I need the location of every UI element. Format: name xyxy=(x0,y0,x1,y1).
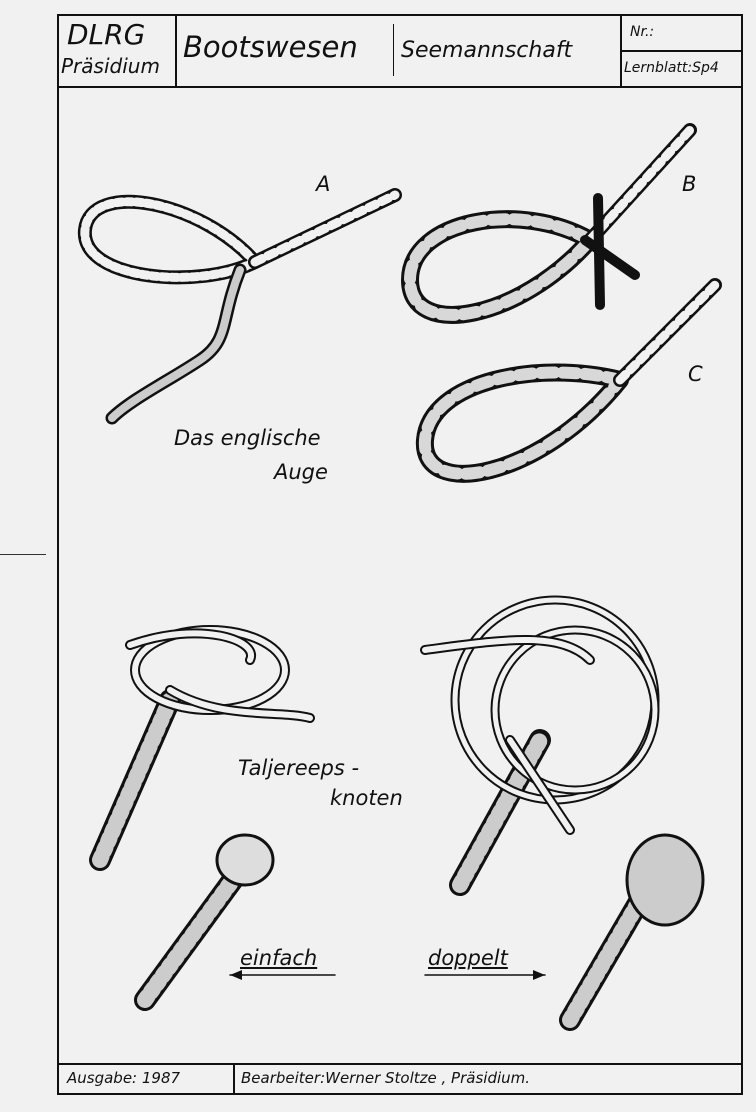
knot-illustration-c xyxy=(415,278,722,483)
caption-eye-2: Auge xyxy=(274,460,328,484)
label-c: C xyxy=(688,362,703,386)
label-a: A xyxy=(316,172,331,196)
label-b: B xyxy=(682,172,697,196)
label-double: doppelt xyxy=(428,946,508,970)
org-box: DLRG Präsidium xyxy=(59,16,177,86)
org-name: DLRG xyxy=(67,18,146,51)
knot-illustration-a xyxy=(77,188,402,425)
edition: Ausgabe: 1987 xyxy=(67,1069,181,1087)
org-sub: Präsidium xyxy=(61,54,160,78)
page-subtitle: Seemannschaft xyxy=(401,38,573,63)
margin-mark xyxy=(0,554,46,555)
sheet-frame: DLRG Präsidium Bootswesen Seemannschaft … xyxy=(57,14,743,1095)
knot-illustration-single xyxy=(89,625,315,1011)
caption-knot-1: Taljereeps - xyxy=(238,756,360,780)
author: Bearbeiter:Werner Stoltze , Präsidium. xyxy=(241,1069,531,1087)
title-box: Bootswesen Seemannschaft xyxy=(177,16,622,86)
header: DLRG Präsidium Bootswesen Seemannschaft … xyxy=(59,16,741,88)
caption-eye-1: Das englische xyxy=(174,426,321,450)
sheet-info: Nr.: Lernblatt:Sp4 xyxy=(622,16,741,86)
caption-knot-2: knoten xyxy=(330,786,403,810)
label-single: einfach xyxy=(240,946,318,970)
knot-illustration-b xyxy=(400,123,697,324)
knot-illustration-double xyxy=(420,595,705,1031)
page-title: Bootswesen xyxy=(183,30,358,64)
nr-label: Nr.: xyxy=(630,24,655,40)
sheet-number: Lernblatt:Sp4 xyxy=(624,60,719,76)
footer: Ausgabe: 1987 Bearbeiter:Werner Stoltze … xyxy=(59,1063,741,1093)
